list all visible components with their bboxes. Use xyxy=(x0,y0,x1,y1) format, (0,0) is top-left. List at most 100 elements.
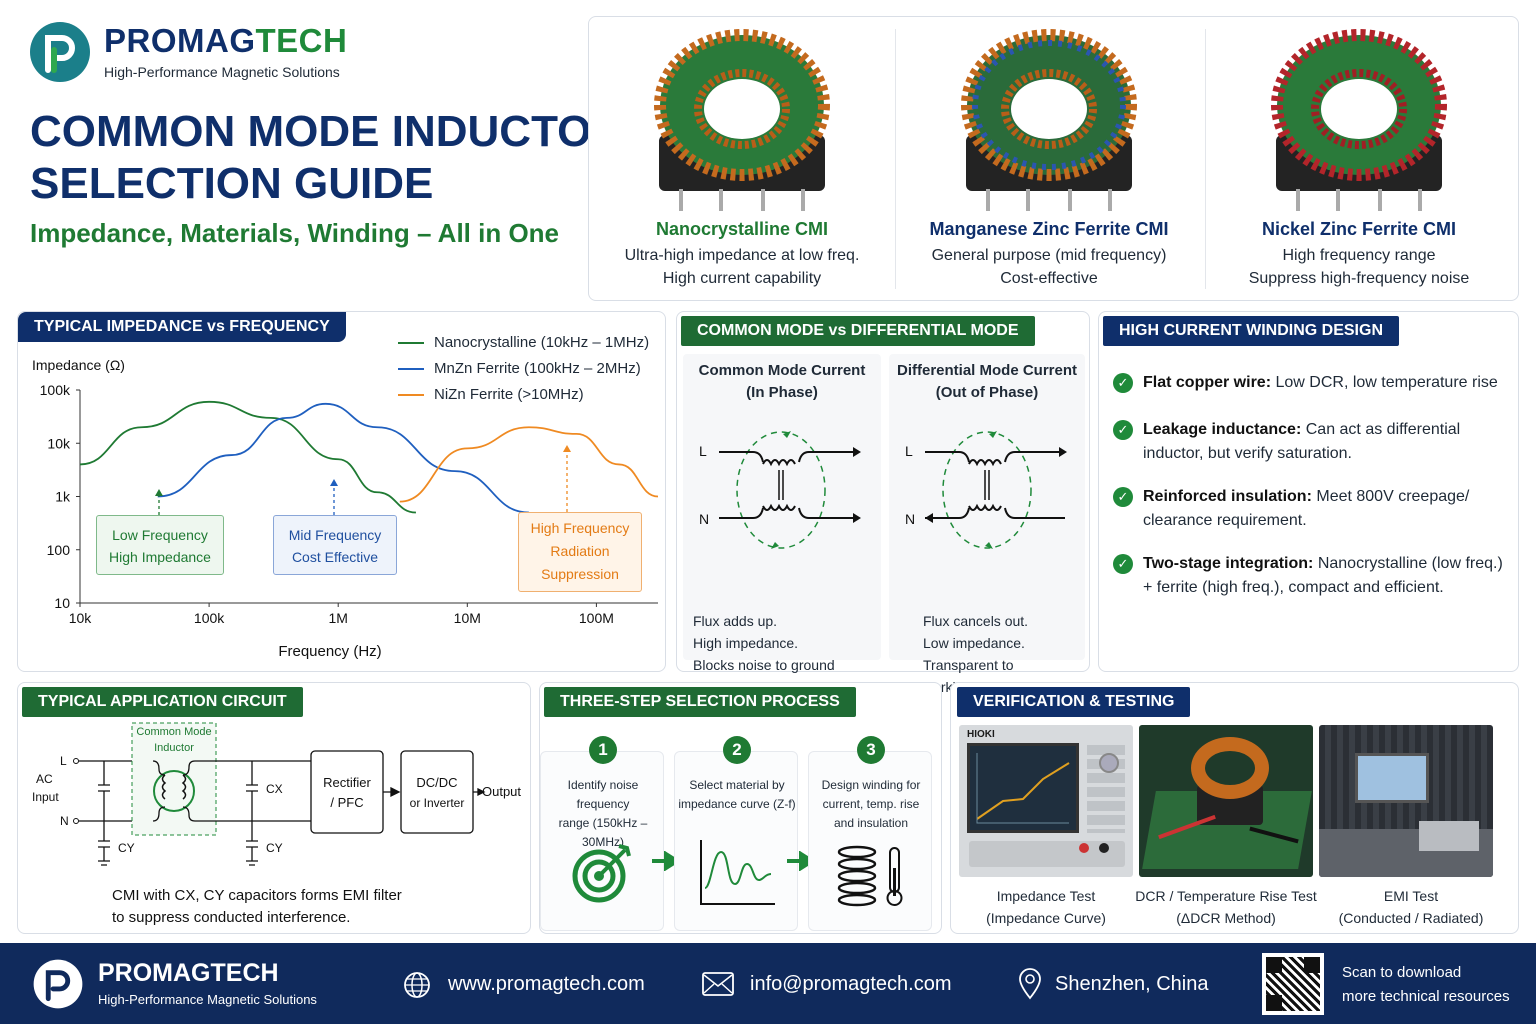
analyzer-brand: HIOKI xyxy=(967,729,995,740)
mail-icon xyxy=(702,972,734,996)
analyzer-screen xyxy=(967,743,1079,833)
brand-name-prefix: PROMAG xyxy=(104,22,256,59)
page-subtitle: Impedance, Materials, Winding – All in O… xyxy=(30,218,560,248)
probe-red xyxy=(1079,843,1089,853)
arrow-right-icon xyxy=(652,851,680,871)
winding-tag: HIGH CURRENT WINDING DESIGN xyxy=(1103,316,1399,346)
product-card-mnzn[interactable]: Manganese Zinc Ferrite CMI General purpo… xyxy=(896,17,1202,301)
output-label: Output xyxy=(482,784,521,799)
footer-email-link[interactable]: info@promagtech.com xyxy=(750,973,952,995)
circuit-label-input: Input xyxy=(32,790,59,804)
check-icon: ✓ xyxy=(1113,373,1133,393)
check-icon: ✓ xyxy=(1113,487,1133,507)
toroid-blue-icon xyxy=(961,29,1137,211)
product-card-nizn[interactable]: Nickel Zinc Ferrite CMI High frequency r… xyxy=(1206,17,1512,301)
check-icon: ✓ xyxy=(1113,554,1133,574)
cm-dm-panel: COMMON MODE vs DIFFERENTIAL MODE Common … xyxy=(676,311,1090,695)
chamber-monitor xyxy=(1355,753,1429,803)
product-desc-1: High frequency range xyxy=(1282,247,1436,264)
footer-brand-name: PROMAGTECH xyxy=(98,959,279,987)
x-tick-label: 10k xyxy=(69,610,93,626)
impedance-tag: TYPICAL IMPEDANCE vs FREQUENCY xyxy=(18,312,346,342)
rectifier-label-1: Rectifier xyxy=(323,775,371,790)
product-name: Manganese Zinc Ferrite CMI xyxy=(929,219,1169,239)
cmi-label-2: Inductor xyxy=(154,742,194,754)
y-tick-label: 10 xyxy=(54,595,70,611)
cm-label-l: L xyxy=(699,443,707,459)
test-label-emi: EMI Test(Conducted / Radiated) xyxy=(1338,888,1484,926)
brand-tagline: High-Performance Magnetic Solutions xyxy=(104,64,340,80)
qr-code[interactable] xyxy=(1262,953,1324,1015)
rectifier-label-2: / PFC xyxy=(330,795,363,810)
toroid-red-icon xyxy=(1271,29,1447,211)
test-label-dcr: DCR / Temperature Rise Test(ΔDCR Method) xyxy=(1135,888,1317,926)
product-name: Nickel Zinc Ferrite CMI xyxy=(1261,219,1457,239)
dm-title: Differential Mode Current(Out of Phase) xyxy=(896,362,1077,401)
winding-item-leakage: ✓Leakage inductance: Can act as differen… xyxy=(1113,418,1503,466)
dm-label-l: L xyxy=(905,443,913,459)
x-tick-label: 1M xyxy=(328,610,347,626)
brand-header: PROMAGTECH High-Performance Magnetic Sol… xyxy=(28,20,388,84)
circuit-label-cx: CX xyxy=(266,782,283,796)
x-axis-label: Frequency (Hz) xyxy=(278,643,381,660)
page-title-line-1: COMMON MODE INDUCTOR xyxy=(30,107,624,156)
circuit-label-cy-1: CY xyxy=(118,841,135,855)
winding-item-two-stage: ✓Two-stage integration: Nanocrystalline … xyxy=(1113,552,1503,600)
cm-description: Flux adds up.High impedance. xyxy=(693,613,799,651)
legend-item-nanocrystalline: Nanocrystalline (10kHz – 1MHz) xyxy=(398,332,663,358)
winding-panel: HIGH CURRENT WINDING DESIGN ✓Flat copper… xyxy=(1098,311,1519,672)
page-title: COMMON MODE INDUCTOR SELECTION GUIDE xyxy=(30,106,623,210)
legend-item-nizn: NiZn Ferrite (>10MHz) xyxy=(398,384,663,410)
page-title-line-2: SELECTION GUIDE xyxy=(30,159,434,208)
dcdc-label-1: DC/DC xyxy=(416,775,457,790)
footer-website-link[interactable]: www.promagtech.com xyxy=(448,973,645,995)
circuit-panel: TYPICAL APPLICATION CIRCUIT L N AC Input… xyxy=(17,682,531,934)
series-line-1 xyxy=(79,400,416,514)
circuit-label-l: L xyxy=(60,754,67,768)
coil-thermometer-icon xyxy=(837,845,903,907)
impedance-analyzer-photo: HIOKI xyxy=(959,725,1133,877)
cm-dm-tag: COMMON MODE vs DIFFERENTIAL MODE xyxy=(681,316,1035,346)
circuit-caption: CMI with CX, CY capacitors forms EMI fil… xyxy=(112,887,402,926)
x-tick-label: 100k xyxy=(194,610,225,626)
circuit-label-ac: AC xyxy=(36,772,53,786)
y-tick-label: 1k xyxy=(55,489,71,505)
y-tick-label: 10k xyxy=(47,435,71,451)
step-number: 2 xyxy=(723,736,751,764)
steps-panel: THREE-STEP SELECTION PROCESS 1 Identify … xyxy=(539,682,942,934)
brand-logo-icon xyxy=(30,22,90,82)
footer-location: Shenzhen, China xyxy=(1055,973,1209,995)
legend-item-mnzn: MnZn Ferrite (100kHz – 2MHz) xyxy=(398,358,663,384)
divider xyxy=(895,29,896,289)
cm-title: Common Mode Current(In Phase) xyxy=(698,362,866,401)
analyzer-trace-icon xyxy=(976,753,1070,824)
y-axis-label: Impedance (Ω) xyxy=(32,357,125,373)
product-card-nanocrystalline[interactable]: Nanocrystalline CMI Ultra-high impedance… xyxy=(589,17,895,301)
globe-icon xyxy=(404,972,430,998)
products-panel: Nanocrystalline CMI Ultra-high impedance… xyxy=(588,16,1519,301)
target-icon xyxy=(572,844,631,903)
dcdc-label-2: or Inverter xyxy=(410,796,465,810)
chamber-table xyxy=(1419,821,1479,851)
check-icon: ✓ xyxy=(1113,420,1133,440)
probe-black xyxy=(1099,843,1109,853)
product-desc-2: Cost-effective xyxy=(1000,270,1098,287)
curve-icon xyxy=(700,840,775,905)
annotation-arrowhead-mid xyxy=(330,479,338,486)
brand-name-suffix: TECH xyxy=(255,22,348,59)
dcr-test-photo xyxy=(1139,725,1313,877)
x-tick-label: 100M xyxy=(579,610,614,626)
brand-name: PROMAGTECH xyxy=(104,22,347,60)
divider xyxy=(1205,29,1206,289)
dm-description: Flux cancels out.Low impedance. xyxy=(923,613,1029,651)
